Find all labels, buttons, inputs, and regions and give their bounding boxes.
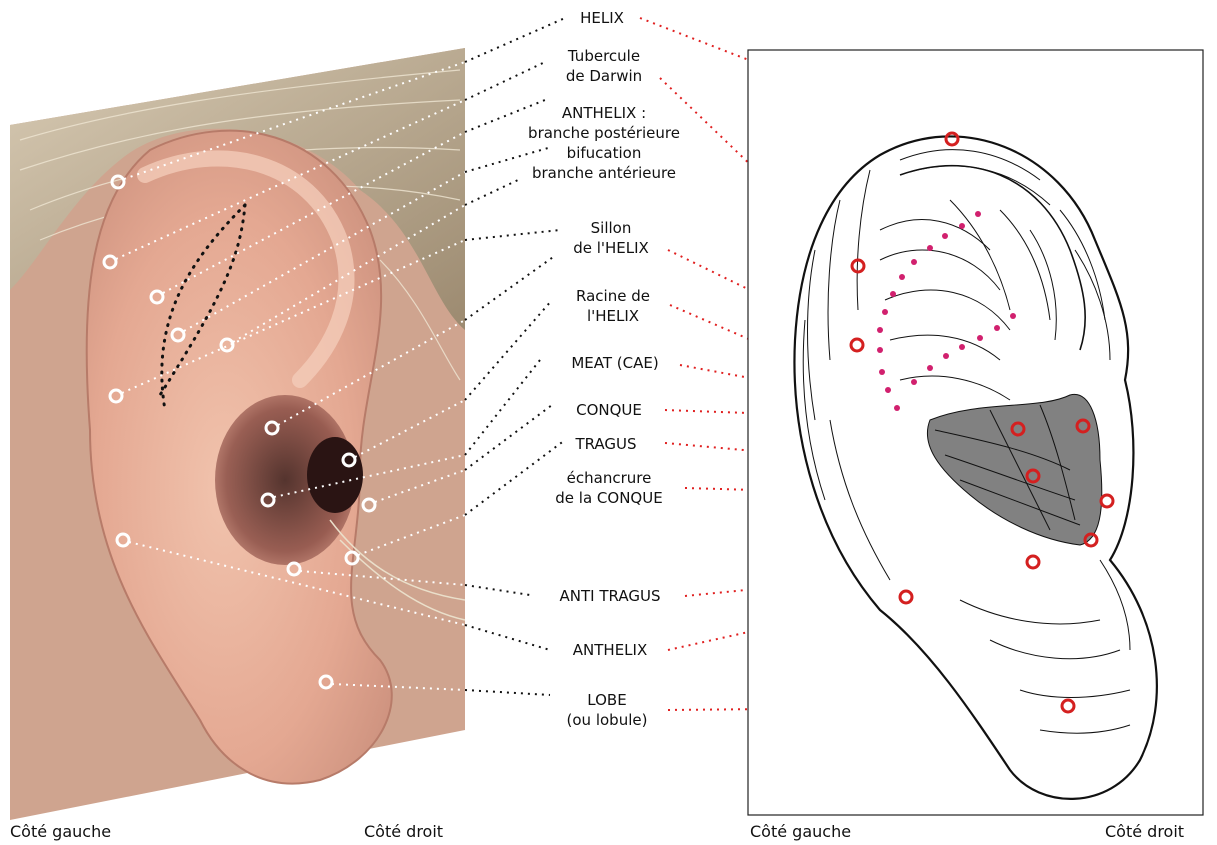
ear-canal	[307, 437, 363, 513]
label-sillon-de-l-helix: Sillon de l'HELIX	[573, 218, 649, 258]
label-anthelix-branches: ANTHELIX : branche postérieure bifucatio…	[528, 103, 680, 183]
label-echancrure-de-la-conque: échancrure de la CONQUE	[555, 468, 662, 508]
label-anti-tragus: ANTI TRAGUS	[560, 586, 661, 606]
drawing-caption-right: Côté droit	[1105, 822, 1184, 841]
label-anthelix: ANTHELIX	[573, 640, 647, 660]
label-tubercule-de-darwin: Tubercule de Darwin	[566, 46, 642, 86]
label-meat-cae: MEAT (CAE)	[571, 353, 658, 373]
label-racine-de-l-helix: Racine de l'HELIX	[576, 286, 650, 326]
photo-caption-left: Côté gauche	[10, 822, 111, 841]
photo-caption-right: Côté droit	[364, 822, 443, 841]
label-helix: HELIX	[580, 8, 624, 28]
drawing-caption-left: Côté gauche	[750, 822, 851, 841]
label-lobe: LOBE (ou lobule)	[567, 690, 648, 730]
label-conque: CONQUE	[576, 400, 642, 420]
label-tragus: TRAGUS	[575, 434, 636, 454]
ear-photo	[10, 48, 465, 820]
